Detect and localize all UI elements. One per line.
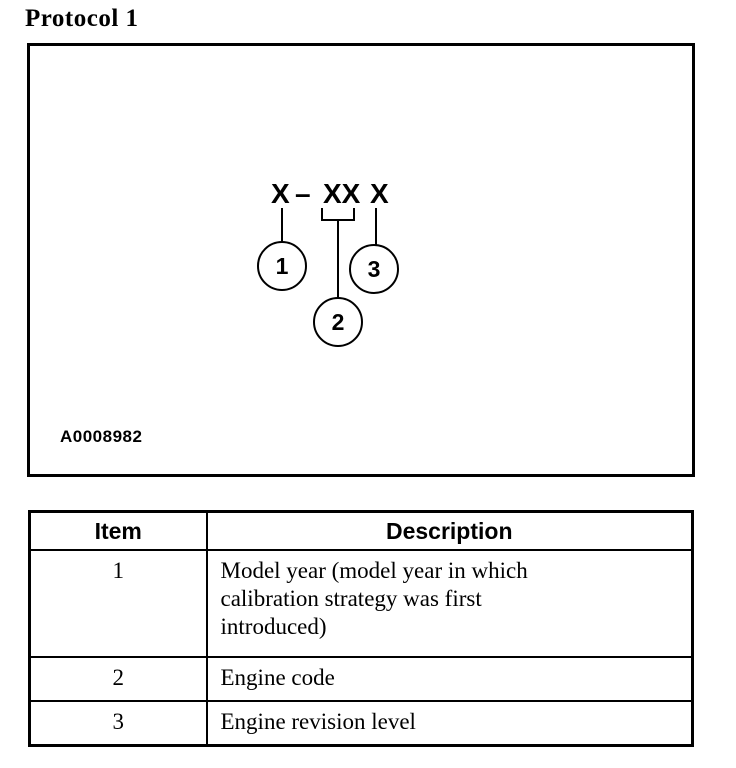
leader-line-2: [337, 221, 339, 298]
header-item: Item: [28, 510, 208, 551]
header-description: Description: [205, 510, 694, 551]
table-row: 1 Model year (model year in which calibr…: [28, 549, 694, 658]
leader-line-1: [281, 208, 283, 242]
description-cell: Engine code: [205, 656, 694, 702]
bracket-bottom-line: [321, 219, 355, 221]
leader-line-3: [375, 208, 377, 245]
callout-circle-1: 1: [257, 241, 307, 291]
code-char-first: X: [271, 178, 291, 209]
description-cell: Model year (model year in which calibrat…: [205, 549, 694, 658]
bracket-right-line: [353, 208, 355, 221]
code-dash: –: [295, 178, 312, 209]
callout-number-1: 1: [275, 252, 289, 279]
description-cell: Engine revision level: [205, 700, 694, 747]
table-row: 2 Engine code: [28, 656, 694, 702]
page-title: Protocol 1: [25, 5, 139, 32]
figure-frame: X – XX X 1 2 3 A0008982: [27, 43, 695, 477]
callout-number-2: 2: [331, 308, 345, 335]
item-description-table: Item Description 1 Model year (model yea…: [28, 510, 694, 747]
item-cell: 2: [28, 656, 208, 702]
callout-circle-3: 3: [349, 244, 399, 294]
table-header-row: Item Description: [28, 510, 694, 551]
callout-number-3: 3: [367, 255, 381, 282]
bracket-left-line: [321, 208, 323, 221]
callout-circle-2: 2: [313, 297, 363, 347]
code-char-last: X: [370, 178, 390, 209]
code-chars-middle: XX: [323, 178, 361, 209]
figure-id-label: A0008982: [60, 427, 143, 446]
item-cell: 1: [28, 549, 208, 658]
table-row: 3 Engine revision level: [28, 700, 694, 747]
item-cell: 3: [28, 700, 208, 747]
